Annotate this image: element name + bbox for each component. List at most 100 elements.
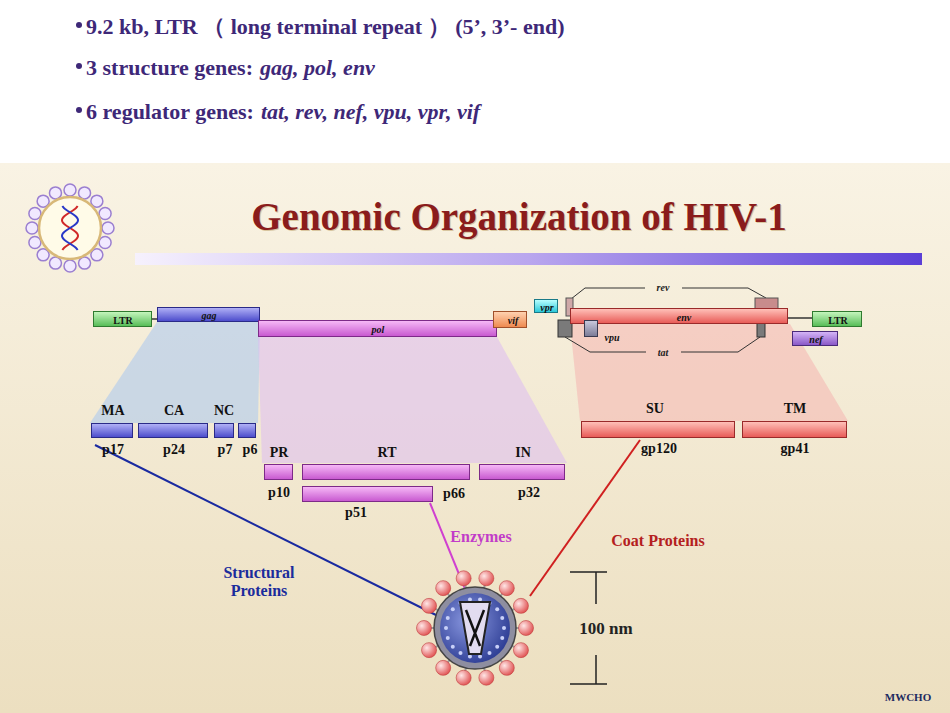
protein-name: PR — [270, 445, 289, 461]
matrix-dot — [451, 607, 455, 611]
gene-list: tat, rev, nef, vpu, vpr, vif — [261, 99, 480, 125]
protein-box: PRp10 — [264, 464, 293, 480]
gene-label: rev — [657, 282, 670, 293]
matrix-dot — [495, 607, 499, 611]
group-label: Coat Proteins — [611, 532, 704, 550]
box-label: p32 — [518, 485, 540, 501]
envelope-spike — [456, 670, 471, 685]
icon-bead — [49, 257, 61, 269]
matrix-dot — [488, 651, 492, 655]
virus-matrix — [440, 593, 510, 663]
envelope-spike — [436, 581, 451, 596]
envelope-spike — [422, 643, 437, 658]
protein-box: p51 — [302, 486, 433, 502]
envelope-spike — [479, 670, 494, 685]
gene-list: gag, pol, env — [260, 55, 375, 81]
icon-bead — [79, 257, 91, 269]
icon-bead — [29, 237, 41, 249]
protein-name: IN — [515, 445, 531, 461]
protein-box: RTp66 — [302, 464, 470, 480]
gene-label: tat — [658, 347, 669, 358]
box-label: vpr — [540, 302, 553, 313]
matrix-dot — [502, 626, 506, 630]
icon-bead — [102, 222, 114, 234]
gene-box: vpu — [584, 320, 598, 337]
capsid-core — [460, 602, 490, 654]
box-label: p66 — [443, 486, 465, 502]
matrix-dot — [495, 645, 499, 649]
protein-box: CAp24 — [138, 423, 208, 438]
box-label: gag — [202, 310, 217, 321]
box-label: gp41 — [781, 441, 810, 457]
box-label: p24 — [163, 442, 185, 458]
box-label: LTR — [828, 315, 848, 326]
env-shading — [570, 324, 848, 421]
scale-label: 100 nm — [579, 619, 632, 639]
box-label: vif — [508, 315, 519, 326]
envelope-spike — [499, 660, 514, 675]
bullet-text: 3 structure genes: — [86, 55, 253, 81]
protein-box: MAp17 — [91, 423, 133, 438]
envelope-spike — [519, 621, 534, 636]
envelope-spike — [479, 571, 494, 586]
ltr-box: LTR — [812, 311, 862, 327]
gene-box: env — [570, 308, 788, 324]
icon-bead — [29, 207, 41, 219]
protein-name: TM — [784, 401, 807, 417]
protein-box: NCp7 — [214, 423, 234, 438]
bullet-dot — [76, 107, 82, 113]
virus-membrane — [434, 587, 516, 669]
protein-name: NC — [214, 403, 234, 419]
envelope-spike — [456, 571, 471, 586]
box-label: pol — [372, 324, 385, 335]
box-label: p10 — [268, 485, 290, 501]
icon-bead — [99, 207, 111, 219]
box-label: p51 — [345, 505, 367, 521]
gene-box: gag — [157, 307, 260, 322]
matrix-dot — [446, 636, 450, 640]
matrix-dot — [500, 636, 504, 640]
envelope-spike — [499, 581, 514, 596]
gene-box: vpr — [534, 299, 558, 313]
genome-line — [786, 317, 814, 319]
gene-box: pol — [258, 320, 497, 337]
protein-name: MA — [101, 403, 124, 419]
protein-box: SUgp120 — [581, 421, 735, 438]
matrix-dot — [500, 616, 504, 620]
ltr-box: LTR — [93, 311, 152, 327]
box-label: env — [677, 312, 691, 323]
bullet-dot — [76, 22, 82, 28]
matrix-dot — [446, 616, 450, 620]
group-label: Structural Proteins — [199, 564, 319, 600]
protein-box: TMgp41 — [742, 421, 847, 438]
icon-bead — [64, 260, 76, 272]
pol-shading — [258, 337, 567, 463]
box-label: p7 — [218, 442, 233, 458]
watermark: MWCHO — [885, 691, 931, 703]
box-label: gp120 — [641, 441, 677, 457]
bullet-text: 9.2 kb, LTR （ long terminal repeat ） (5’… — [86, 12, 565, 42]
box-label: p17 — [102, 442, 124, 458]
envelope-spike — [422, 598, 437, 613]
matrix-dot — [478, 597, 482, 601]
bullet-text: 6 regulator genes: — [86, 99, 254, 125]
matrix-dot — [444, 626, 448, 630]
box-label: vpu — [605, 332, 620, 343]
box-label: nef — [809, 334, 822, 345]
envelope-spike — [513, 598, 528, 613]
bullet-dot — [76, 63, 82, 69]
icon-bead — [49, 187, 61, 199]
viral-rna — [466, 610, 484, 646]
protein-name: RT — [378, 445, 397, 461]
icon-body — [39, 197, 101, 259]
matrix-dot — [468, 597, 472, 601]
diagram-title: Genomic Organization of HIV-1 — [251, 197, 786, 236]
matrix-dot — [478, 655, 482, 659]
gene-box: nef — [792, 331, 838, 346]
icon-helix — [62, 206, 78, 250]
envelope-spike — [436, 660, 451, 675]
icon-bead — [99, 237, 111, 249]
protein-name: SU — [646, 401, 664, 417]
protein-box: p6 — [238, 423, 256, 438]
